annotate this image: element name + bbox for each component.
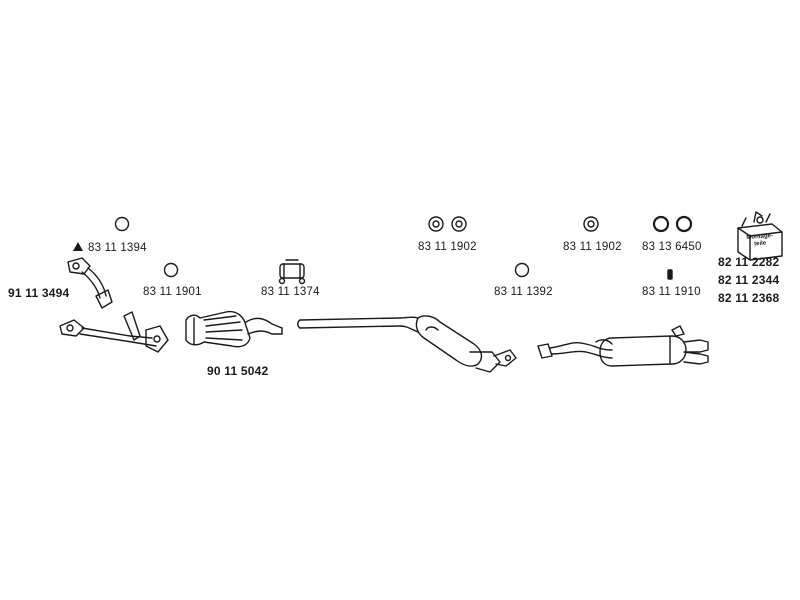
front-pipe-lower-icon [59, 311, 169, 353]
part-number-kit-1: 82 11 2282 [718, 255, 780, 269]
part-number-rear-hangers: 83 11 1902 [563, 241, 622, 253]
part-number-front-gasket: 83 11 1901 [143, 286, 202, 298]
ring-icon-front-flange [114, 216, 130, 232]
triangle-icon [73, 242, 83, 251]
part-number-front-flange-ring: 83 11 1394 [88, 242, 147, 254]
rear-silencer-icon [537, 325, 709, 367]
middle-silencer-icon [297, 315, 517, 373]
front-pipe-upper-icon [67, 257, 113, 309]
clamp-icon [278, 259, 306, 285]
kit-box-label-line2: teile [753, 240, 767, 248]
part-number-bolt: 83 11 1910 [642, 286, 701, 298]
part-number-rear-rings: 83 13 6450 [642, 241, 702, 253]
ring-icon-middle-gasket [514, 262, 530, 278]
catalytic-converter-icon [185, 310, 283, 348]
ring-pair-icon-rear [652, 215, 693, 233]
part-number-front-pipe: 91 11 3494 [8, 286, 70, 300]
part-number-kit-3: 82 11 2368 [718, 291, 780, 305]
part-number-middle-gasket: 83 11 1392 [494, 286, 553, 298]
part-number-clamp: 83 11 1374 [261, 286, 320, 298]
rubber-hanger-icon-middle [428, 216, 467, 232]
part-number-kit-2: 82 11 2344 [718, 273, 780, 287]
part-number-middle-hangers: 83 11 1902 [418, 241, 477, 253]
kit-box-label-line1: Montage- [746, 233, 774, 241]
ring-icon-front-gasket [163, 262, 179, 278]
rubber-hanger-icon-rear [583, 216, 599, 232]
part-number-catalytic-converter: 90 11 5042 [207, 364, 269, 378]
bolt-icon [667, 269, 673, 280]
kit-box-icon [737, 211, 783, 261]
